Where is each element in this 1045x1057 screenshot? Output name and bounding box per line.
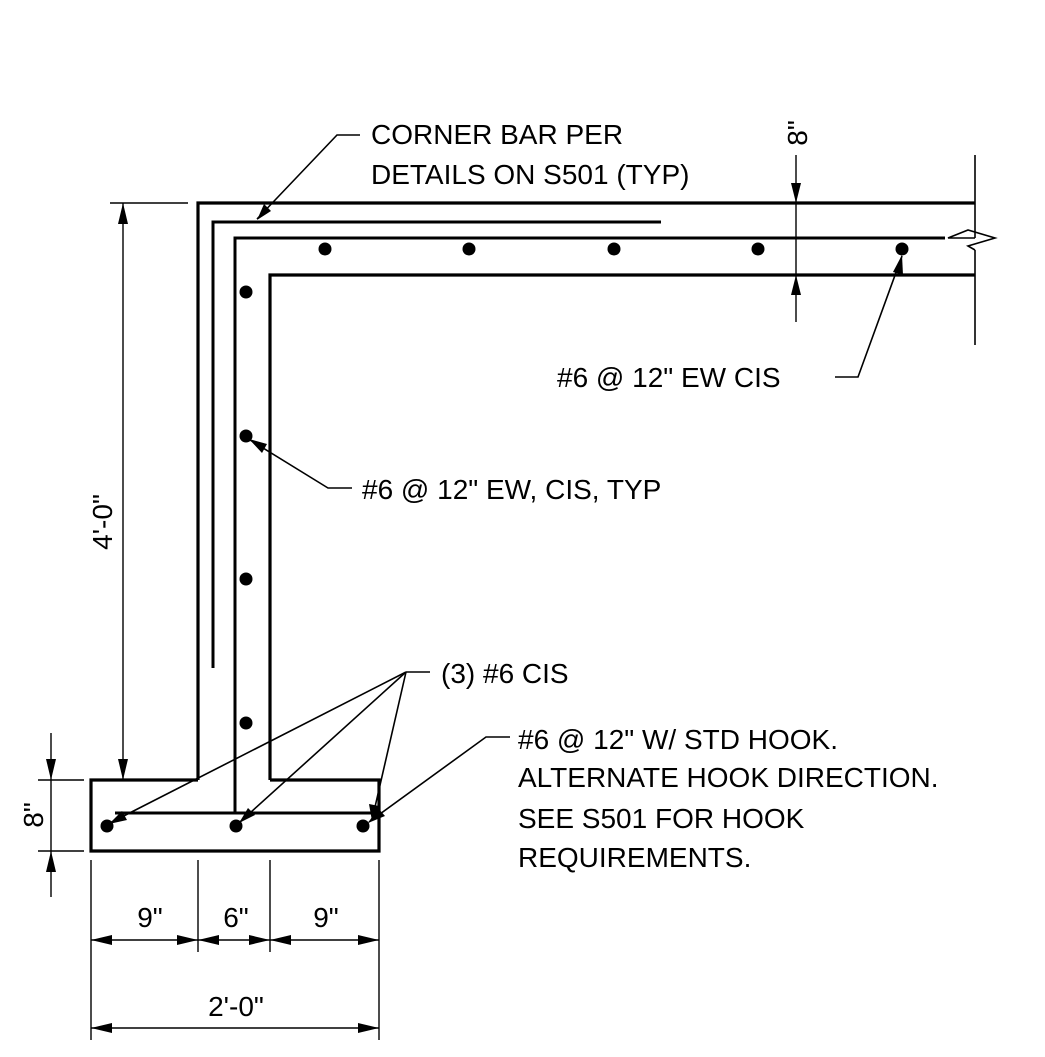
hook-note-line4: REQUIREMENTS. [518,842,751,873]
footing-width-label: 2'-0" [208,991,264,1022]
arrowhead [270,935,291,945]
hook-note-leader [368,736,510,823]
toe-left-label: 9" [137,902,163,933]
slab-rebar-leader [835,255,903,378]
outer-face-line [196,201,975,780]
break-line-zigzag [947,229,998,251]
footing-bars-leader [239,671,407,823]
slab-rebar-note: #6 @ 12" EW CIS [557,362,781,393]
hook-note-line2: ALTERNATE HOOK DIRECTION. [518,762,939,793]
slab-bar-dot [607,242,621,256]
arrowhead [369,804,379,821]
hook-note-line3: SEE S501 FOR HOOK [518,803,805,834]
arrowhead [791,183,801,203]
wall-rebar-note: #6 @ 12" EW, CIS, TYP [362,474,661,505]
arrowhead [109,811,127,824]
slab-bar-dot [462,242,476,256]
arrowhead [198,935,219,945]
rebar [115,220,945,815]
hook-note-line1: #6 @ 12" W/ STD HOOK. [518,724,838,755]
arrowhead [893,255,903,275]
wall-height-label: 4'-0" [87,494,118,550]
footing-bars-leader [371,671,407,821]
arrowhead [368,808,385,823]
corner-bar-leader [256,134,360,220]
slab-bar-dot [895,242,909,256]
wall-rebar-leader [249,439,352,489]
arrowhead [46,851,56,872]
dimension-labels: 8" 4'-0" 8" 9" 6" 9" 2'-0" [18,120,813,1022]
dimensions [38,155,801,1040]
corner-bar-note-line2: DETAILS ON S501 (TYP) [371,159,689,190]
arrowhead [257,204,271,220]
slab-thickness-label: 8" [782,120,813,146]
note-labels: CORNER BAR PER DETAILS ON S501 (TYP) #6 … [362,119,939,873]
footing-bar-dot [356,819,370,833]
wall-bar-dot [239,572,253,586]
arrowhead [118,759,128,780]
wall-bar-dot [239,716,253,730]
inner-face-line [268,273,975,780]
arrowhead [249,935,270,945]
slab-bar-dot [318,242,332,256]
arrowhead [358,935,379,945]
corner-bar-note-line1: CORNER BAR PER [371,119,623,150]
arrowhead [118,203,128,224]
arrowhead [46,759,56,780]
arrowhead [91,935,112,945]
arrowhead [358,1023,379,1033]
arrowhead [249,439,267,453]
arrowhead [791,275,801,295]
main-bar [233,236,945,813]
arrowhead [177,935,198,945]
wall-width-label: 6" [223,902,249,933]
corner-bar [211,220,661,668]
arrowhead [239,808,255,823]
bar-dots [100,242,909,833]
footing-bars-note: (3) #6 CIS [441,658,569,689]
wall-bar-dot [239,285,253,299]
toe-right-label: 9" [313,902,339,933]
arrowhead [91,1023,112,1033]
footing-depth-label: 8" [18,802,49,828]
footing-bars-leader [109,671,407,824]
slab-bar-dot [751,242,765,256]
leaders [109,134,903,824]
break-line [947,155,998,345]
